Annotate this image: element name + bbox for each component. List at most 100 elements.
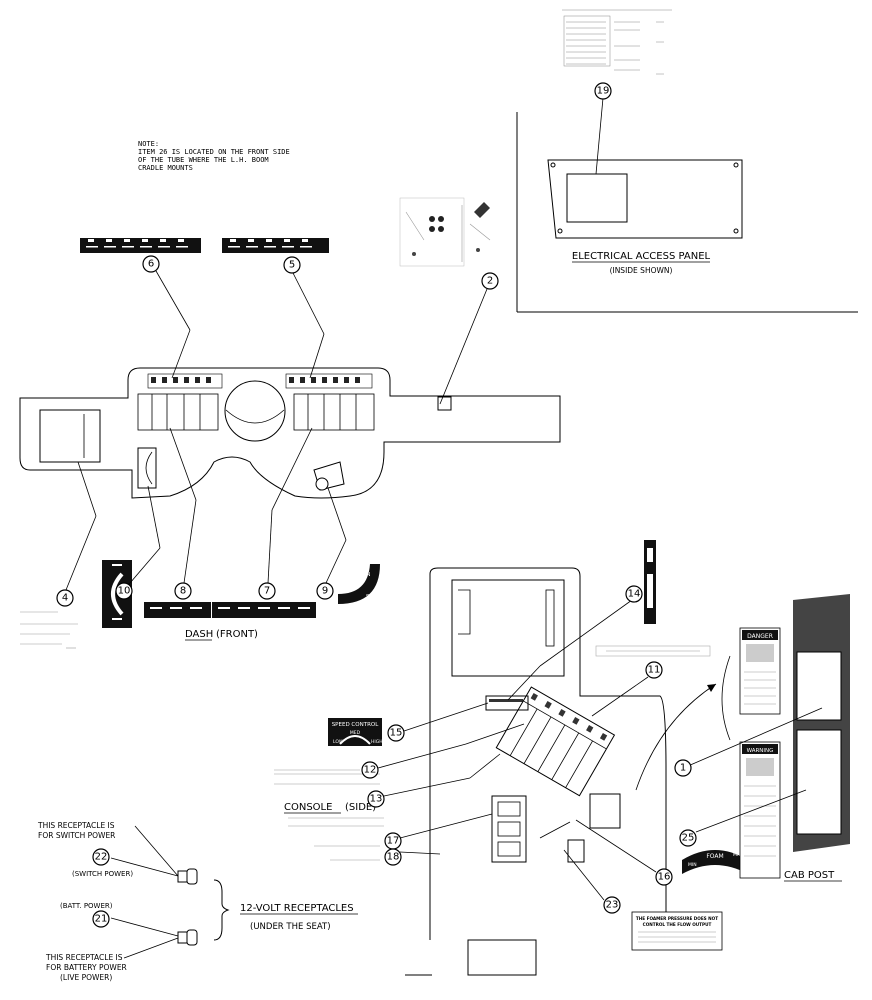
parts-table-thumbnail	[562, 9, 672, 75]
dash-caption: DASH	[185, 629, 213, 640]
console-vertical-decal	[644, 540, 656, 624]
svg-text:15: 15	[390, 728, 403, 739]
switch-label-strip-left	[80, 238, 201, 253]
balloon-22: 22	[92, 848, 110, 866]
balloon-10: 10	[115, 582, 133, 600]
batt-note-3: (LIVE POWER)	[60, 973, 112, 982]
svg-text:5: 5	[289, 260, 295, 271]
switch-label-strip-7	[212, 602, 316, 618]
on-label: ON	[362, 572, 370, 578]
foam-max-label: MAX	[733, 852, 743, 858]
balloon-18: 18	[384, 848, 402, 866]
balloon-16: 16	[655, 868, 673, 886]
pressure-line-1: THE FOAMER PRESSURE DOES NOT	[636, 916, 718, 921]
electrical-panel-caption: ELECTRICAL ACCESS PANEL	[572, 251, 711, 262]
balloon-2: 2	[481, 272, 499, 290]
svg-text:10: 10	[118, 586, 131, 597]
note-line-4: CRADLE MOUNTS	[138, 164, 193, 172]
balloon-4: 4	[56, 589, 74, 607]
svg-text:1: 1	[680, 763, 686, 774]
faint-strip	[595, 645, 711, 657]
speed-control-decal: SPEED CONTROL MED LOW HIGH	[328, 718, 383, 746]
balloon-23: 23	[603, 896, 621, 914]
switch-label-strip-right	[222, 238, 329, 253]
balloon-12: 12	[361, 761, 379, 779]
svg-text:17: 17	[387, 836, 400, 847]
balloon-14: 14	[625, 585, 643, 603]
svg-text:14: 14	[628, 589, 641, 600]
switch-power-label: (SWITCH POWER)	[72, 870, 133, 878]
off-label: OFF	[350, 578, 361, 584]
receptacles-view: THIS RECEPTACLE IS FOR SWITCH POWER (SWI…	[37, 821, 358, 982]
svg-text:16: 16	[658, 872, 671, 883]
faint-decal-thumbnail	[20, 611, 78, 649]
warning-label: WARNING	[747, 748, 774, 754]
switch-note-1: THIS RECEPTACLE IS	[37, 821, 115, 830]
svg-text:7: 7	[264, 586, 270, 597]
note-line-1: NOTE:	[138, 140, 159, 148]
foamer-pressure-decal: THE FOAMER PRESSURE DOES NOT CONTROL THE…	[631, 911, 723, 951]
svg-text:8: 8	[180, 586, 186, 597]
balloon-25: 25	[679, 829, 697, 847]
svg-text:11: 11	[648, 665, 661, 676]
instruction-decal	[399, 197, 491, 267]
balloon-15: 15	[387, 724, 405, 742]
electrical-access-panel-view: ELECTRICAL ACCESS PANEL (INSIDE SHOWN)	[516, 9, 858, 313]
balloon-19: 19	[594, 82, 612, 100]
balloon-8: 8	[174, 582, 192, 600]
cab-post-caption: CAB POST	[784, 870, 835, 881]
receptacles-caption: 12-VOLT RECEPTACLES	[240, 903, 354, 914]
balloon-5: 5	[283, 256, 301, 274]
item-balloons: 19 2 6 5 4 10 8 7 9 14 11 15 12 13 17 18…	[56, 82, 697, 928]
svg-text:12: 12	[364, 765, 377, 776]
svg-text:13: 13	[370, 794, 383, 805]
note-block: NOTE: ITEM 26 IS LOCATED ON THE FRONT SI…	[138, 140, 290, 172]
dash-subcaption: (FRONT)	[216, 629, 258, 640]
faint-console-strips	[274, 769, 384, 861]
balloon-13: 13	[367, 790, 385, 808]
svg-text:18: 18	[387, 852, 400, 863]
console-side-view	[405, 567, 667, 976]
start-label: START	[366, 594, 384, 600]
dash-front-view	[19, 367, 561, 499]
batt-note-1: THIS RECEPTACLE IS	[45, 953, 123, 962]
foam-label: FOAM	[706, 853, 723, 860]
svg-text:19: 19	[597, 86, 610, 97]
foam-min-label: MIN	[688, 862, 697, 868]
balloon-21: 21	[92, 910, 110, 928]
speed-low-label: LOW	[333, 739, 344, 745]
svg-text:23: 23	[606, 900, 619, 911]
switch-label-strip-8	[144, 602, 211, 618]
console-caption: CONSOLE	[284, 802, 332, 813]
svg-text:4: 4	[62, 593, 68, 604]
cab-post-view: DANGER WARNING	[635, 594, 850, 879]
balloon-6: 6	[142, 255, 160, 273]
pressure-line-2: CONTROL THE FLOW OUTPUT	[643, 922, 712, 927]
balloon-17: 17	[384, 832, 402, 850]
electrical-panel-subcaption: (INSIDE SHOWN)	[610, 266, 673, 275]
svg-text:21: 21	[95, 914, 108, 925]
leader-lines	[65, 263, 823, 901]
balloon-1: 1	[674, 759, 692, 777]
svg-text:22: 22	[95, 852, 108, 863]
svg-text:6: 6	[148, 259, 154, 270]
note-line-3: OF THE TUBE WHERE THE L.H. BOOM	[138, 156, 269, 164]
ignition-decal: OFF ON START	[338, 564, 384, 604]
svg-text:25: 25	[682, 833, 695, 844]
note-line-2: ITEM 26 IS LOCATED ON THE FRONT SIDE	[138, 148, 290, 156]
batt-power-label: (BATT. POWER)	[60, 902, 113, 910]
foam-decal: FOAM MIN MAX	[682, 850, 748, 874]
danger-label: DANGER	[747, 633, 773, 640]
console-subcaption: (SIDE)	[345, 802, 376, 813]
balloon-11: 11	[645, 661, 663, 679]
batt-note-2: FOR BATTERY POWER	[46, 963, 127, 972]
balloon-9: 9	[316, 582, 334, 600]
switch-note-2: FOR SWITCH POWER	[38, 831, 115, 840]
speed-high-label: HIGH	[371, 739, 383, 745]
receptacles-subcaption: (UNDER THE SEAT)	[250, 922, 331, 932]
speed-med-label: MED	[350, 730, 361, 736]
balloon-7: 7	[258, 582, 276, 600]
svg-text:2: 2	[487, 276, 493, 287]
speed-control-label: SPEED CONTROL	[332, 722, 380, 728]
